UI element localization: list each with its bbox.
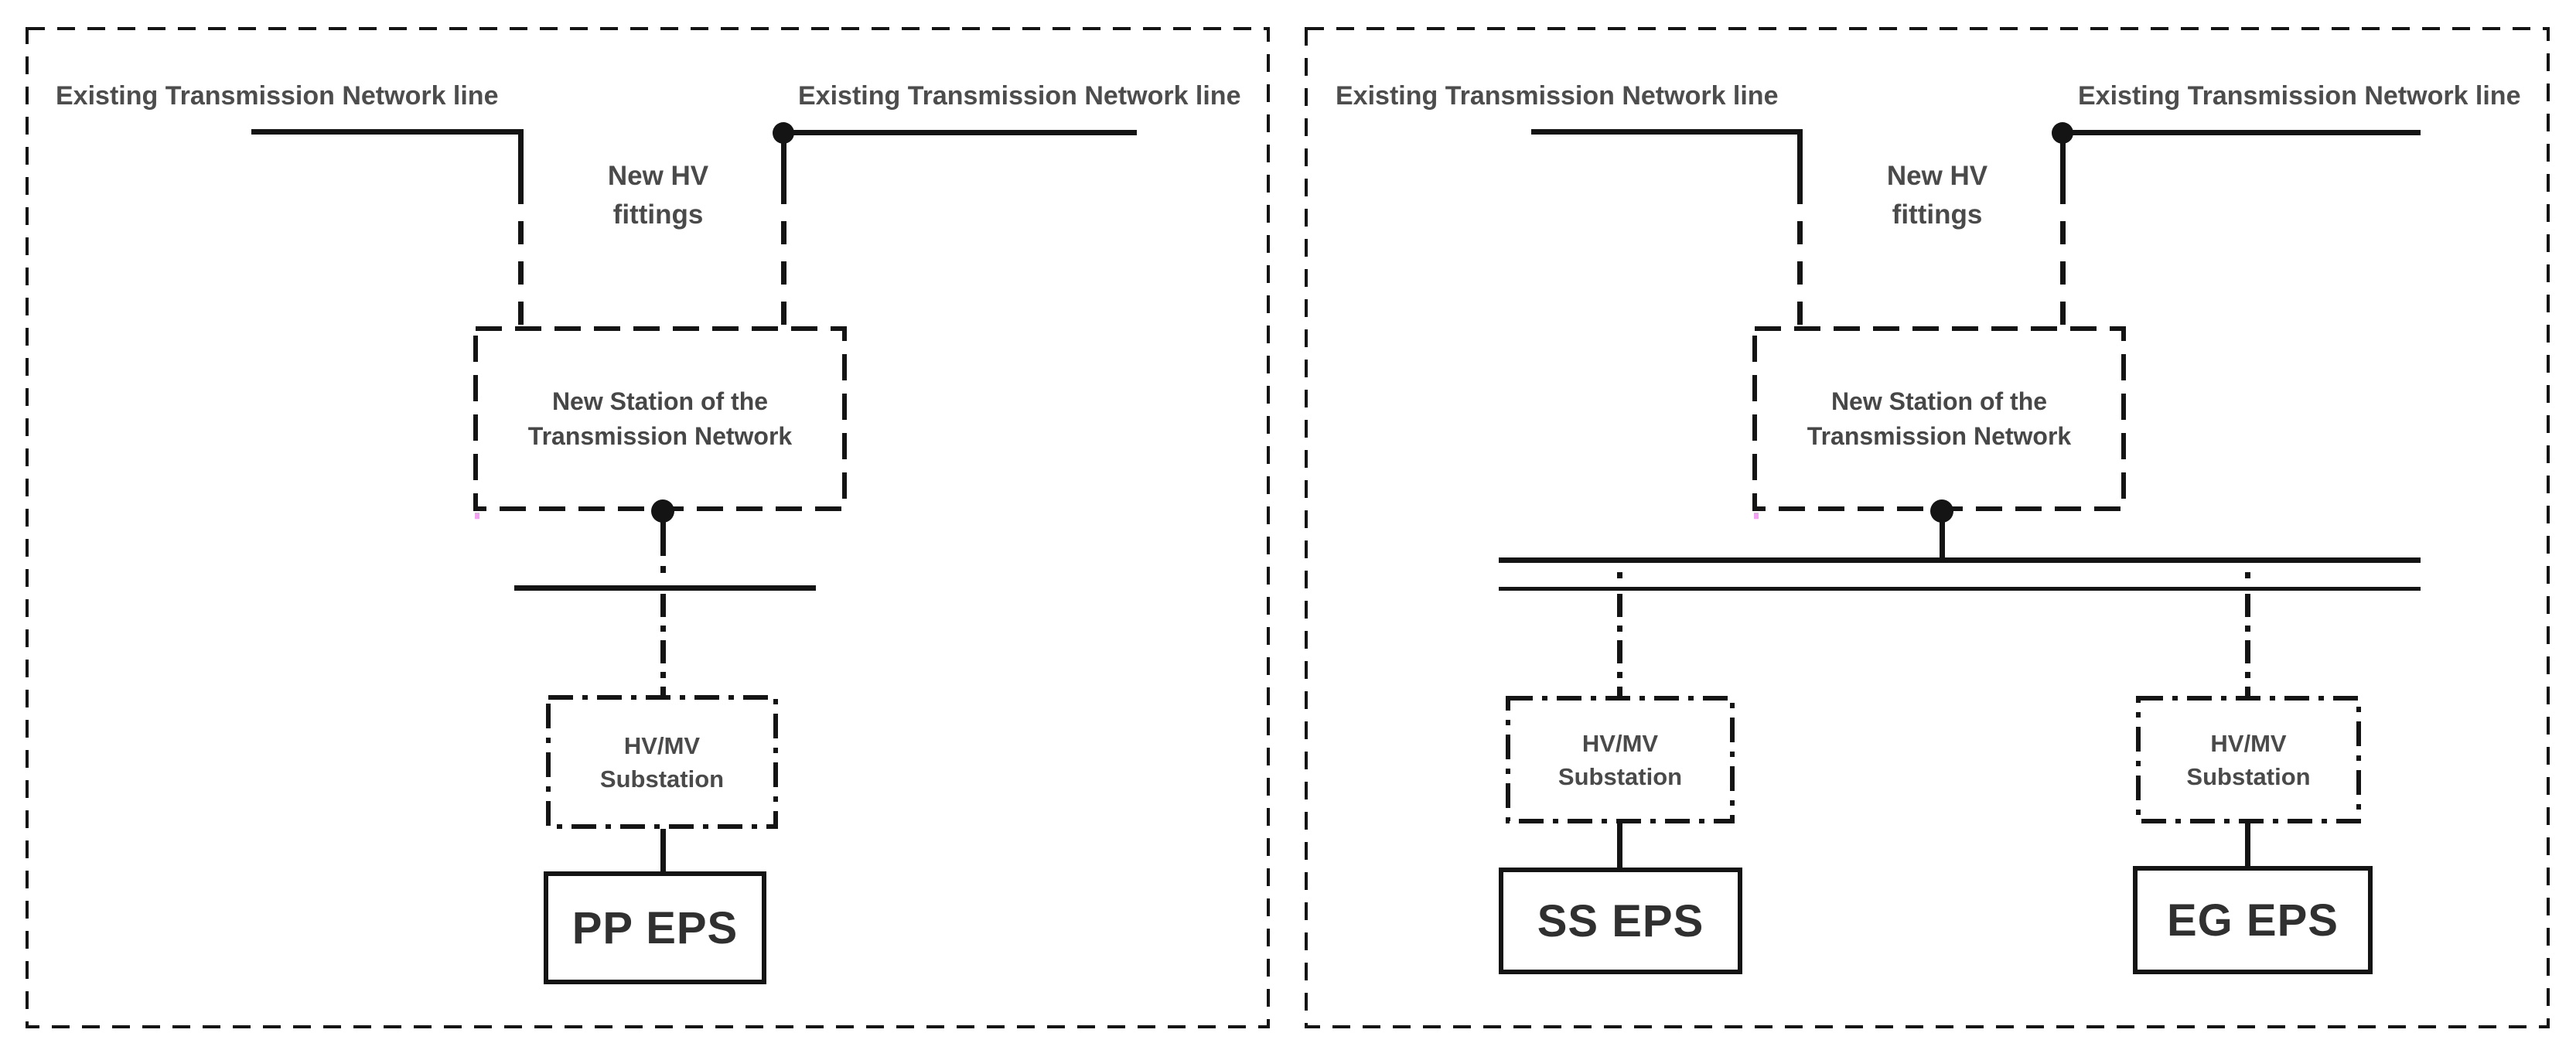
substation-feeder (660, 594, 666, 695)
feeder-dash-dot (660, 566, 666, 573)
new-hv-fittings-label: New HV fittings (1821, 157, 2053, 234)
stray-pixel-artifact (475, 513, 479, 519)
substation-label-line1: HV/MV (623, 731, 701, 759)
substation-feeder (2245, 594, 2250, 696)
hvmv-substation-box (1506, 696, 1735, 823)
hv-fitting-drop-right (2060, 181, 2066, 326)
substation-label: HV/MV Substation (546, 695, 778, 829)
new-hv-fittings-label: New HV fittings (542, 157, 774, 234)
eps-box: EG EPS (2133, 866, 2373, 974)
new-hv-fittings-line1: New HV (607, 161, 709, 191)
substation-feeder (1617, 594, 1622, 696)
busbar (514, 585, 816, 591)
substation-label-line2: Substation (2186, 762, 2311, 790)
station-label-line2: Transmission Network (1807, 421, 2072, 450)
transmission-line-right (783, 130, 1137, 135)
substation-label-line2: Substation (1558, 762, 1683, 790)
eps-label: SS EPS (1537, 895, 1704, 946)
eps-box: PP EPS (544, 871, 766, 984)
panel-pp-eps: Existing Transmission Network line Exist… (26, 27, 1270, 1028)
hv-fitting-drop-left (518, 181, 524, 326)
substation-label-line2: Substation (599, 765, 725, 793)
stray-pixel-artifact (1754, 513, 1759, 519)
transmission-line-left (1531, 129, 1800, 135)
substation-label-line1: HV/MV (2210, 729, 2287, 757)
station-feeder-solid (1940, 511, 1945, 557)
substation-label: HV/MV Substation (1506, 696, 1735, 823)
existing-line-label-right: Existing Transmission Network line (798, 81, 1241, 111)
new-hv-fittings-line2: fittings (1892, 199, 1983, 230)
eps-label: EG EPS (2167, 895, 2339, 946)
existing-line-label-right: Existing Transmission Network line (2078, 81, 2521, 111)
substation-label-line1: HV/MV (1581, 729, 1659, 757)
station-label-line1: New Station of the (551, 387, 769, 415)
eps-box: SS EPS (1499, 868, 1742, 974)
eps-connector (1617, 823, 1622, 868)
hv-fitting-drop-left (1797, 181, 1803, 326)
hv-fitting-drop-right (781, 181, 786, 326)
panel-border (1305, 27, 2550, 1028)
new-hv-fittings-line1: New HV (1886, 161, 1988, 191)
busbar-lower (1499, 587, 2421, 591)
feeder-dash-dot (1617, 572, 1622, 578)
station-label-line1: New Station of the (1830, 387, 2048, 415)
panel-ss-eg-eps: Existing Transmission Network line Exist… (1305, 27, 2550, 1028)
busbar-upper (1499, 557, 2421, 563)
eps-connector (660, 829, 666, 871)
hvmv-substation-box (546, 695, 778, 829)
station-label: New Station of the Transmission Network (1752, 326, 2126, 511)
station-label-line2: Transmission Network (527, 421, 793, 450)
existing-line-label-left: Existing Transmission Network line (1336, 81, 1779, 111)
hv-fitting-drop-right-solid (781, 130, 786, 181)
station-label: New Station of the Transmission Network (473, 326, 847, 511)
panel-border (26, 27, 1270, 1028)
hvmv-substation-box (2136, 696, 2361, 823)
substation-label: HV/MV Substation (2136, 696, 2361, 823)
hv-fitting-drop-right-solid (2060, 130, 2066, 181)
eps-connector (2245, 823, 2250, 866)
feeder-dash-dot (2245, 572, 2250, 578)
transmission-line-left (251, 129, 524, 135)
station-feeder-solid (660, 511, 666, 556)
hv-fitting-drop-left-solid (518, 129, 524, 181)
hv-fitting-drop-left-solid (1797, 129, 1803, 181)
new-hv-fittings-line2: fittings (612, 199, 704, 230)
transmission-line-right (2063, 130, 2421, 135)
existing-line-label-left: Existing Transmission Network line (56, 81, 499, 111)
eps-label: PP EPS (571, 902, 739, 953)
